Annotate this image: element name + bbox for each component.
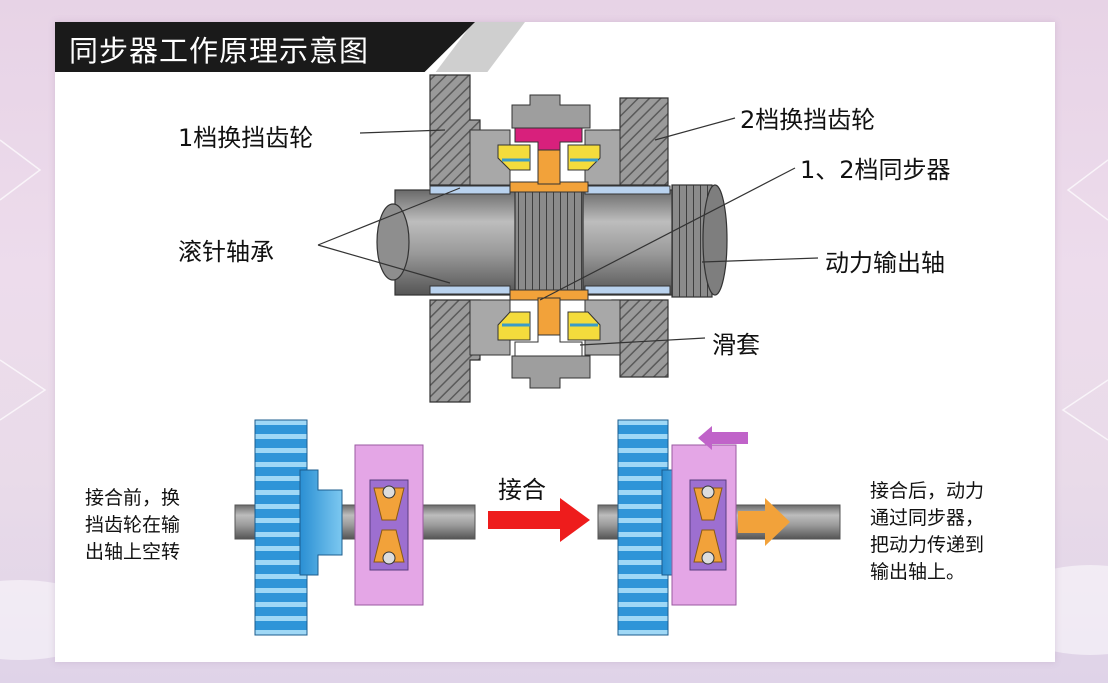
- note-after-line: 输出轴上。: [870, 561, 966, 583]
- needle-bearing-right-bottom: [584, 285, 671, 295]
- shaft-right-end: [702, 184, 728, 296]
- title-bar: [55, 22, 475, 72]
- page-title: 同步器工作原理示意图: [69, 34, 370, 68]
- shaft-left-end: [376, 203, 410, 281]
- label-gear1: 1档换挡齿轮: [178, 124, 314, 152]
- label-gear2: 2档换挡齿轮: [740, 106, 876, 134]
- leader-lines: [317, 117, 819, 346]
- ball-after-top: [701, 485, 715, 499]
- cross-section-view: [376, 74, 728, 403]
- note-after-line: 通过同步器，: [870, 507, 985, 529]
- gear-before: [254, 419, 308, 636]
- sliding-sleeve-top: [514, 127, 583, 151]
- ball-after-bottom: [701, 551, 715, 565]
- needle-bearing-left-bottom: [429, 285, 511, 295]
- label-engage: 接合: [498, 476, 546, 504]
- needle-bearing-left-top: [429, 185, 511, 195]
- synchronizer-hub-spline: [514, 189, 584, 294]
- note-before-line: 接合前，换: [85, 487, 181, 509]
- note-before-line: 挡齿轮在输: [85, 514, 181, 536]
- gear-after: [617, 419, 669, 636]
- blocker-ring-right-top: [567, 144, 601, 171]
- note-before-line: 出轴上空转: [85, 541, 181, 563]
- note-after-line: 把动力传递到: [870, 534, 985, 556]
- friction-cones: [502, 158, 598, 327]
- sleeve-move-arrow: [698, 426, 748, 450]
- gear1-upper-section: [429, 74, 481, 186]
- label-sleeve: 滑套: [712, 331, 760, 359]
- sleeve-teeth-bottom: [511, 355, 591, 389]
- ball-before-top: [382, 485, 396, 499]
- after-engagement-view: [597, 419, 841, 636]
- label-needle-bearing: 滚针轴承: [178, 238, 274, 266]
- note-before: 接合前，换 挡齿轮在输 出轴上空转: [85, 485, 180, 566]
- before-engagement-view: [234, 419, 476, 636]
- needle-bearing-right-top: [584, 185, 671, 195]
- note-after: 接合后，动力 通过同步器， 把动力传递到 输出轴上。: [870, 478, 984, 586]
- gear-hub-before: [299, 469, 343, 576]
- label-output-shaft: 动力输出轴: [825, 249, 945, 277]
- label-synchronizer: 1、2档同步器: [800, 156, 951, 184]
- blocker-ring-left-top: [497, 144, 531, 171]
- sleeve-teeth-top: [511, 94, 591, 129]
- ball-before-bottom: [382, 551, 396, 565]
- engage-arrow: [488, 498, 590, 542]
- note-after-line: 接合后，动力: [870, 480, 985, 502]
- power-arrow: [738, 498, 790, 546]
